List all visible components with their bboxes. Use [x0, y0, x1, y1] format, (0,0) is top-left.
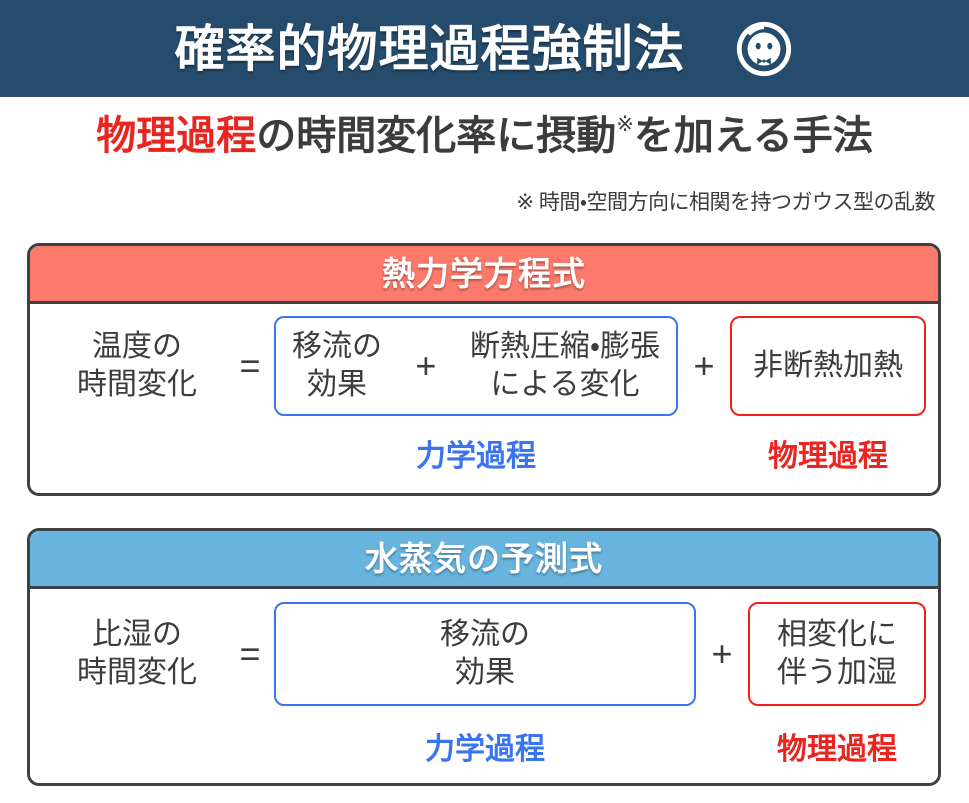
footnote-text: ※ 時間・空間方向に相関を持つガウス型の乱数 [516, 191, 935, 214]
water-vapor-phase-change-line2: 伴う加湿 [777, 656, 897, 689]
water-vapor-lhs-line1: 比湿の [92, 617, 182, 651]
thermodynamic-advection-term: 移流の 効果 [276, 316, 398, 416]
water-vapor-physics-process-label: 物理過程 [777, 733, 897, 766]
thermodynamic-physics-process-label: 物理過程 [768, 440, 888, 473]
water-vapor-advection-line2: 効果 [455, 656, 515, 689]
water-vapor-card-title: 水蒸気の予測式 [365, 540, 603, 577]
thermodynamic-lhs-line2: 時間変化 [77, 368, 197, 401]
thermodynamic-adiabatic-line2: による変化 [490, 368, 640, 401]
subtitle-footnote-mark: ※ [616, 112, 634, 136]
thermodynamic-card-title: 熱力学方程式 [382, 255, 586, 292]
thermodynamic-diabatic-line1: 非断熱加熱 [753, 348, 903, 382]
water-vapor-dynamic-process-label: 力学過程 [425, 733, 545, 766]
thermodynamic-card-header: 熱力学方程式 [30, 246, 938, 304]
subtitle-highlight: 物理過程 [96, 114, 257, 158]
thermodynamic-adiabatic-term: 断熱圧縮・膨張 による変化 [454, 316, 676, 416]
thermodynamic-outer-plus-sign: + [693, 345, 715, 386]
subtitle-text-before: の時間変化率に摂動 [256, 114, 617, 158]
thermodynamic-equation-row: 温度の 時間変化 = 移流の 効果 + 断熱圧縮・膨張 [30, 310, 938, 422]
water-vapor-phase-change-line1: 相変化に [777, 617, 897, 651]
water-vapor-card-header: 水蒸気の予測式 [30, 531, 938, 589]
thermodynamic-card-body: 温度の 時間変化 = 移流の 効果 + 断熱圧縮・膨張 [30, 310, 938, 493]
water-vapor-labels-row: 力学過程 物理過程 [30, 713, 938, 779]
thermodynamic-inner-plus-sign: + [415, 345, 437, 386]
subtitle-text-after: を加える手法 [633, 114, 873, 158]
thermodynamic-dynamic-process-label: 力学過程 [416, 440, 536, 473]
thermodynamic-equals-sign: = [239, 345, 261, 386]
subtitle: 物理過程の時間変化率に摂動※を加える手法 [0, 113, 969, 159]
thermodynamic-advection-line2: 効果 [306, 368, 367, 401]
water-vapor-card-body: 比湿の 時間変化 = 移流の 効果 + 相変化に 伴う加湿 [30, 595, 938, 783]
thermodynamic-equation-card: 熱力学方程式 温度の 時間変化 = 移流の 効果 + [27, 243, 941, 496]
bowtie-face-circle-logo-icon [733, 18, 795, 80]
water-vapor-lhs: 比湿の 時間変化 [48, 616, 226, 693]
thermodynamic-diabatic-heating-term: 非断熱加熱 [730, 316, 926, 416]
header-banner: 確率的物理過程強制法 [0, 0, 969, 97]
page-title: 確率的物理過程強制法 [174, 20, 685, 77]
water-vapor-equals-sign: = [239, 633, 261, 674]
thermodynamic-lhs-line1: 温度の [92, 329, 182, 363]
thermodynamic-lhs: 温度の 時間変化 [48, 328, 226, 405]
thermodynamic-advection-line1: 移流の [291, 329, 382, 363]
thermodynamic-labels-row: 力学過程 物理過程 [30, 422, 938, 484]
water-vapor-advection-line1: 移流の [440, 617, 530, 651]
water-vapor-advection-term: 移流の 効果 [274, 602, 696, 706]
water-vapor-phase-change-term: 相変化に 伴う加湿 [748, 602, 926, 706]
water-vapor-equation-row: 比湿の 時間変化 = 移流の 効果 + 相変化に 伴う加湿 [30, 595, 938, 713]
thermodynamic-adiabatic-line1: 断熱圧縮・膨張 [469, 329, 661, 363]
water-vapor-outer-plus-sign: + [711, 633, 733, 674]
water-vapor-equation-card: 水蒸気の予測式 比湿の 時間変化 = 移流の 効果 + [27, 528, 941, 786]
thermodynamic-dynamic-group: 移流の 効果 + 断熱圧縮・膨張 による変化 [274, 316, 678, 416]
water-vapor-lhs-line2: 時間変化 [77, 656, 197, 689]
